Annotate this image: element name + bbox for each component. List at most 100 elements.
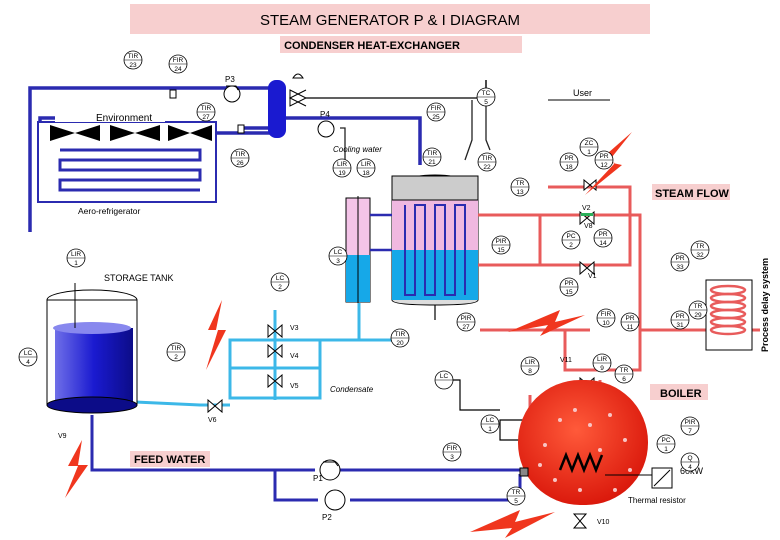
lightning-bolts <box>65 132 632 538</box>
instrument-type: LC <box>334 249 343 256</box>
v2-label: V2 <box>582 205 591 212</box>
instrument-type: LIR <box>337 161 347 168</box>
v10-label: V10 <box>597 519 610 526</box>
instrument-pr-33: PR 33 <box>670 252 690 272</box>
boiler-label: BOILER <box>660 388 702 400</box>
v9-label: V9 <box>58 433 67 440</box>
instrument-lir-19: LIR 19 <box>332 158 352 178</box>
instrument-type: LC <box>486 417 495 424</box>
instrument-type: TIR <box>395 331 406 338</box>
instrument-type: LC <box>276 275 285 282</box>
instrument-type: PIR <box>685 419 696 426</box>
instrument-type: TIR <box>201 105 212 112</box>
cooling-label: Cooling water <box>333 145 382 154</box>
instrument-number: 11 <box>627 324 634 331</box>
instrument-type: TR <box>694 303 703 310</box>
storage-tank <box>46 289 138 414</box>
instrument-number: 3 <box>450 454 454 461</box>
instrument-tr-6: TR6 <box>614 364 634 384</box>
instrument-type: LC <box>440 373 449 380</box>
instrument-bubbles: TIR23FIR24TIR27TIR26FIR25TC5TIR21TIR22LI… <box>18 50 710 506</box>
subtitle-box <box>280 36 522 53</box>
fan-row <box>50 125 212 141</box>
instrument-type: PR <box>564 155 573 162</box>
instrument-type: TR <box>516 180 525 187</box>
instrument-number: 20 <box>396 340 404 347</box>
coil <box>58 148 202 192</box>
instrument-number: 4 <box>688 464 692 471</box>
condensate-label: Condensate <box>330 385 374 394</box>
instrument-lc-2: LC 2 <box>270 272 290 292</box>
instrument-number: 15 <box>565 289 573 296</box>
instrument-number: 8 <box>528 368 532 375</box>
instrument-type: PR <box>675 255 684 262</box>
instrument-number: 18 <box>362 170 370 177</box>
instrument-type: FIR <box>173 57 184 64</box>
instrument-number: 23 <box>129 62 137 69</box>
instrument-number: 3 <box>336 258 340 265</box>
instrument-number: 1 <box>664 446 668 453</box>
pump-p4 <box>317 120 335 138</box>
instrument-lir-18: LIR 18 <box>356 158 376 178</box>
instrument-number: 27 <box>202 114 210 121</box>
instrument-type: LIR <box>71 251 81 258</box>
p1-label: P1 <box>313 474 323 483</box>
instrument-type: TR <box>512 489 521 496</box>
instrument-pc-2: PC2 <box>561 230 581 250</box>
instrument-number: 5 <box>514 498 518 505</box>
instrument-type: LIR <box>361 161 371 168</box>
instrument-type: PIR <box>461 315 472 322</box>
v3-label: V3 <box>290 325 299 332</box>
instrument-type: FIR <box>447 445 458 452</box>
boiler <box>518 380 648 505</box>
instrument-type: ZC <box>585 140 594 147</box>
pump-p1 <box>319 459 341 481</box>
side-label: Process delay system <box>760 258 770 352</box>
instrument-number: 1 <box>587 149 591 156</box>
instrument-number: 15 <box>497 247 505 254</box>
instrument-type: PIR <box>496 238 507 245</box>
instrument-number: 19 <box>338 170 346 177</box>
instrument-lc: LC <box>434 370 454 390</box>
condenser <box>391 174 479 306</box>
instrument-tir-27: TIR 27 <box>196 102 216 122</box>
instrument-number: 1 <box>488 426 492 433</box>
instrument-number: 2 <box>278 284 282 291</box>
environment-label: Environment <box>96 113 152 124</box>
instrument-number: 2 <box>174 354 178 361</box>
instrument-tc-5: TC 5 <box>476 87 496 107</box>
instrument-number: 14 <box>599 240 607 247</box>
instrument-fir-3: FIR 3 <box>442 442 462 462</box>
p4-label: P4 <box>320 110 330 119</box>
instrument-type: TC <box>482 90 491 97</box>
user-label: User <box>573 88 592 98</box>
instrument-type: Q <box>687 455 692 462</box>
instrument-type: TR <box>696 243 705 250</box>
instrument-number: 4 <box>26 359 30 366</box>
instrument-number: 24 <box>174 66 182 73</box>
instrument-number: 5 <box>484 99 488 106</box>
instrument-number: 6 <box>622 376 626 383</box>
instrument-number: 25 <box>432 114 440 121</box>
storage-label: STORAGE TANK <box>104 273 174 283</box>
instrument-number: 18 <box>565 164 573 171</box>
instrument-number: 26 <box>236 160 244 167</box>
three-way-valve-top[interactable] <box>288 73 308 107</box>
instrument-number: 31 <box>676 322 684 329</box>
v11-label: V11 <box>560 357 572 364</box>
v4-label: V4 <box>290 353 299 360</box>
instrument-number: 33 <box>676 264 684 271</box>
instrument-tr-5: TR 5 <box>506 486 526 506</box>
